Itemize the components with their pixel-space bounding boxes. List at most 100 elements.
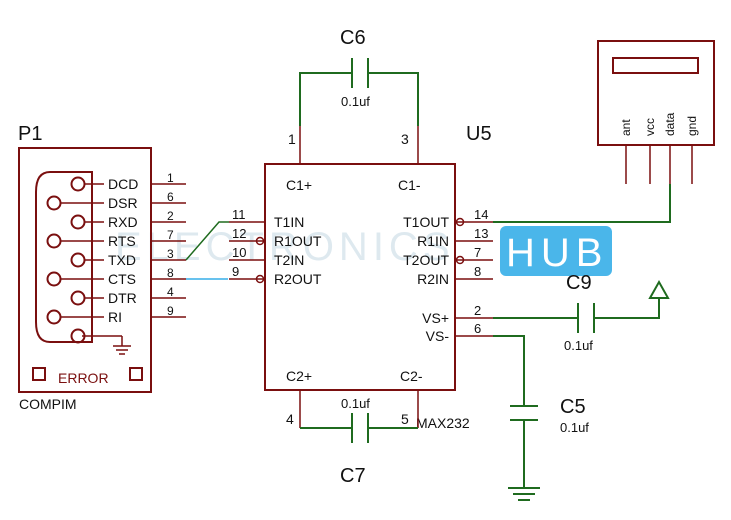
db9-pin-icon <box>46 271 62 287</box>
c5-value: 0.1uf <box>560 420 589 435</box>
p1-pin-num: 4 <box>167 285 174 299</box>
ground-icon <box>82 335 131 355</box>
u5-left-pin-num: 12 <box>232 226 246 241</box>
invert-bubble-icon <box>255 236 265 246</box>
u5-right-pin-num: 14 <box>474 207 488 222</box>
c5-capacitor: C5 0.1uf <box>493 335 589 501</box>
u5-right-pin-label: R2IN <box>417 271 449 287</box>
p1-pin-num: 7 <box>167 228 174 242</box>
db9-pins <box>46 176 104 344</box>
p1-body <box>18 147 152 393</box>
p1-signal-label: DTR <box>108 290 137 306</box>
c5-ref: C5 <box>560 396 586 418</box>
watermark-badge <box>500 226 612 276</box>
error-indicator-right <box>129 367 143 381</box>
c6-capacitor: C6 0.1uf <box>299 27 419 126</box>
module-pin-label: ant <box>619 119 633 136</box>
p1-type: COMPIM <box>19 396 77 412</box>
p1-signal-label: DCD <box>108 176 138 192</box>
power-arrow-icon <box>648 279 670 299</box>
u5-left-pin-label: R1OUT <box>274 233 322 249</box>
db9-pin-icon <box>70 290 86 306</box>
db9-pin-icon <box>46 195 62 211</box>
c9-value: 0.1uf <box>564 338 593 353</box>
ground-icon <box>508 487 540 501</box>
c6-wire <box>299 72 352 126</box>
watermark-right: HUB <box>506 231 608 275</box>
db9-pin-icon <box>70 252 86 268</box>
db9-pin-icon <box>70 214 86 230</box>
invert-bubble-icon <box>455 255 465 265</box>
u5-pin1-num: 1 <box>288 131 296 147</box>
p1-signal-label: DSR <box>108 195 138 211</box>
u5-part: MAX232 <box>416 415 470 431</box>
u5-body <box>264 163 456 391</box>
p1-signal-label: RTS <box>108 233 136 249</box>
u5-left-pin-label: R2OUT <box>274 271 322 287</box>
watermark: ELECTRONICS HUB <box>115 225 612 276</box>
u5-left-pin-num: 11 <box>232 207 246 222</box>
u5-pin3-num: 3 <box>401 131 409 147</box>
p1-signal-label: TXD <box>108 252 136 268</box>
c7-ref: C7 <box>340 465 366 487</box>
p1-ref: P1 <box>18 123 42 145</box>
module-data-wire <box>493 184 671 223</box>
wire-txd-t1in <box>185 221 229 261</box>
u5-left-pin-label: T2IN <box>274 252 304 268</box>
u5-right-pin-label: T2OUT <box>403 252 449 268</box>
c5-wire-top <box>493 335 525 406</box>
u5-right-pin-num: 13 <box>474 226 488 241</box>
c7-value: 0.1uf <box>341 396 370 411</box>
u5-label-c2minus: C2- <box>400 368 423 384</box>
u5-pin4-num: 4 <box>286 411 294 427</box>
c7-capacitor: 0.1uf C7 <box>300 396 418 487</box>
module-pin-label: vcc <box>643 118 657 136</box>
c9-ref: C9 <box>566 272 592 294</box>
interconnect <box>185 221 229 280</box>
p1-signal-label: CTS <box>108 271 136 287</box>
u5-left-pin-num: 10 <box>232 245 246 260</box>
u5-label-c2plus: C2+ <box>286 368 312 384</box>
c6-value: 0.1uf <box>341 94 370 109</box>
u5-right-pin-num: 6 <box>474 321 481 336</box>
module-pin-label: gnd <box>685 116 699 136</box>
u5-left-pin-num: 9 <box>232 264 239 279</box>
u5-max232: U5 MAX232 C1+ C1- C2+ C2- 1 3 4 5 11 T1IN… <box>229 123 493 431</box>
u5-left-pin-label: T1IN <box>274 214 304 230</box>
invert-bubble-icon <box>455 217 465 227</box>
u5-right-pin-num: 2 <box>474 303 481 318</box>
u5-pin5-num: 5 <box>401 411 409 427</box>
p1-error-label: ERROR <box>58 370 109 386</box>
invert-bubble-icon <box>255 274 265 284</box>
p1-pin-num: 1 <box>167 171 174 185</box>
p1-pin-num: 6 <box>167 190 174 204</box>
u5-left-pins: 11 T1IN 12 R1OUT 10 T2IN 9 R2OUT <box>229 207 322 287</box>
u5-right-pin-num: 7 <box>474 245 481 260</box>
c6-wire-right <box>368 72 419 126</box>
u5-label-c1plus: C1+ <box>286 177 312 193</box>
c9-wire-right <box>594 298 660 319</box>
c9-capacitor: C9 0.1uf <box>493 272 670 353</box>
module-body <box>597 40 715 146</box>
p1-pin-num: 9 <box>167 304 174 318</box>
u5-right-pin-label: VS- <box>426 328 450 344</box>
u5-right-pin-num: 8 <box>474 264 481 279</box>
db9-pin-icon <box>46 233 62 249</box>
u5-ref: U5 <box>466 123 492 145</box>
module-antenna-slot <box>612 57 699 74</box>
p1-signal-label: RXD <box>108 214 138 230</box>
u5-label-c1minus: C1- <box>398 177 421 193</box>
module-pin-label: data <box>663 112 677 136</box>
u5-right-pin-label: R1IN <box>417 233 449 249</box>
db9-shell <box>35 171 93 343</box>
watermark-left: ELECTRONICS <box>115 225 455 269</box>
p1-signal-label: RI <box>108 309 122 325</box>
p1-pin-num: 8 <box>167 266 174 280</box>
u5-right-pin-label: VS+ <box>422 310 449 326</box>
